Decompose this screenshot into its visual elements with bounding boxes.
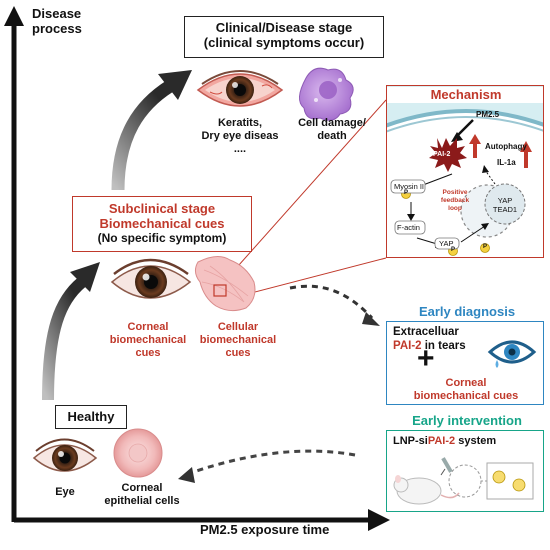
clinical-stage-title: Clinical/Disease stage: [215, 20, 353, 35]
cellular-biomech-label: Cellular biomechanical cues: [188, 321, 288, 360]
yap-tead-l2: TEAD1: [492, 205, 518, 214]
subclinical-title: Subclinical stage: [108, 201, 216, 216]
pai2-label: PAI-2: [433, 151, 451, 158]
intervention-prefix: LNP-si: [393, 435, 428, 447]
feedback-label: Positive feedback loop: [437, 189, 473, 213]
subclinical-stage-box: Subclinical stage Biomechanical cues (No…: [72, 196, 252, 252]
phospho-p2: P: [451, 247, 456, 253]
dashed-arrow-intervention: [178, 449, 356, 483]
mechanism-box: Mechanism PM2.5 PAI-2 Autophagy IL-1a My…: [386, 85, 544, 258]
factin-label: F-actin: [397, 223, 420, 232]
diagnosis-line2: PAI-2 in tears: [393, 340, 466, 352]
yap-label: YAP: [439, 239, 454, 248]
progression-arrow-upper: [111, 70, 192, 191]
cell-damage-text: Cell damage/: [298, 117, 366, 129]
clinical-stage-subtitle: (clinical symptoms occur): [203, 35, 365, 50]
healthy-box: Healthy: [55, 405, 127, 429]
intervention-pai2: PAI-2: [427, 435, 456, 447]
corneal-l2: biomechanical: [109, 334, 187, 346]
ellipsis-text: ....: [233, 143, 247, 155]
x-axis-label: PM2.5 exposure time: [200, 522, 330, 537]
cellular-l2: biomechanical: [199, 334, 277, 346]
intervention-title: Early intervention: [412, 413, 522, 428]
red-eye-illustration: [196, 70, 284, 107]
epithelial-cells-label: Corneal epithelial cells: [92, 482, 192, 508]
mouse-treatment-illustration: [393, 457, 534, 505]
x-axis: [14, 509, 390, 531]
yap-tead-label: YAP TEAD1: [491, 196, 519, 214]
diagnosis-box: Extracelluar PAI-2 in tears + Corneal bi…: [386, 321, 544, 405]
diagnosis-corneal: Corneal biomechanical cues: [387, 377, 545, 403]
yap-tead-l1: YAP: [497, 196, 513, 205]
cellular-l1: Cellular: [217, 321, 259, 333]
healthy-eye-illustration: [32, 438, 98, 472]
cellular-tissue-illustration: [194, 256, 256, 312]
damaged-cell-illustration: [299, 67, 354, 121]
diagnosis-plus: +: [417, 342, 435, 375]
keratitis-text: Keratits,: [217, 117, 263, 129]
diagnosis-pai2: PAI-2: [393, 340, 422, 352]
diagnosis-title: Early diagnosis: [418, 304, 516, 319]
epithelial-cell-illustration: [113, 428, 163, 478]
diagnosis-in-tears: in tears: [421, 340, 466, 352]
autophagy-label: Autophagy: [485, 142, 527, 151]
intervention-label: LNP-siPAI-2 system: [393, 435, 496, 447]
cells-l1: Corneal: [121, 482, 163, 494]
feedback-l2: feedback: [440, 197, 470, 204]
y-axis-label: Disease process: [32, 6, 82, 36]
progression-arrow-lower: [42, 262, 100, 401]
y-axis: [4, 6, 24, 522]
corneal-l3: cues: [135, 347, 161, 359]
phospho-p3: P: [483, 244, 488, 250]
feedback-l3: loop: [448, 205, 462, 212]
cells-l2: epithelial cells: [104, 495, 180, 507]
subclinical-no-symptom: (No specific symptom): [97, 231, 227, 245]
il1a-label: IL-1a: [497, 158, 516, 167]
phospho-p1: P: [404, 190, 409, 196]
intervention-suffix: system: [455, 435, 497, 447]
diagnosis-line1: Extracelluar: [393, 326, 459, 338]
eye-drop-icon: [487, 340, 537, 368]
healthy-eye-label: Eye: [55, 486, 75, 498]
feedback-l1: Positive: [442, 189, 468, 196]
clinical-stage-box: Clinical/Disease stage (clinical symptom…: [184, 16, 384, 58]
diagnosis-corneal-l2: biomechanical cues: [413, 390, 519, 402]
mechanism-title: Mechanism: [387, 87, 543, 103]
cellular-l3: cues: [225, 347, 251, 359]
corneal-biomech-label: Corneal biomechanical cues: [98, 321, 198, 360]
intervention-box: LNP-siPAI-2 system: [386, 430, 544, 512]
keratitis-label: Keratits, Dry eye diseas ....: [185, 117, 295, 156]
death-text: death: [317, 130, 347, 142]
cell-damage-label: Cell damage/ death: [292, 117, 372, 143]
myosin-label: Myosin II: [394, 182, 425, 191]
corneal-l1: Corneal: [127, 321, 169, 333]
mechanism-graphics: [387, 86, 543, 256]
dashed-arrow-diagnosis: [289, 284, 380, 326]
pm25-label: PM2.5: [476, 110, 500, 119]
subclinical-eye-illustration: [110, 258, 192, 299]
diagnosis-corneal-l1: Corneal: [445, 377, 487, 389]
subclinical-biomech: Biomechanical cues: [99, 216, 225, 231]
dry-eye-text: Dry eye diseas: [201, 130, 279, 142]
